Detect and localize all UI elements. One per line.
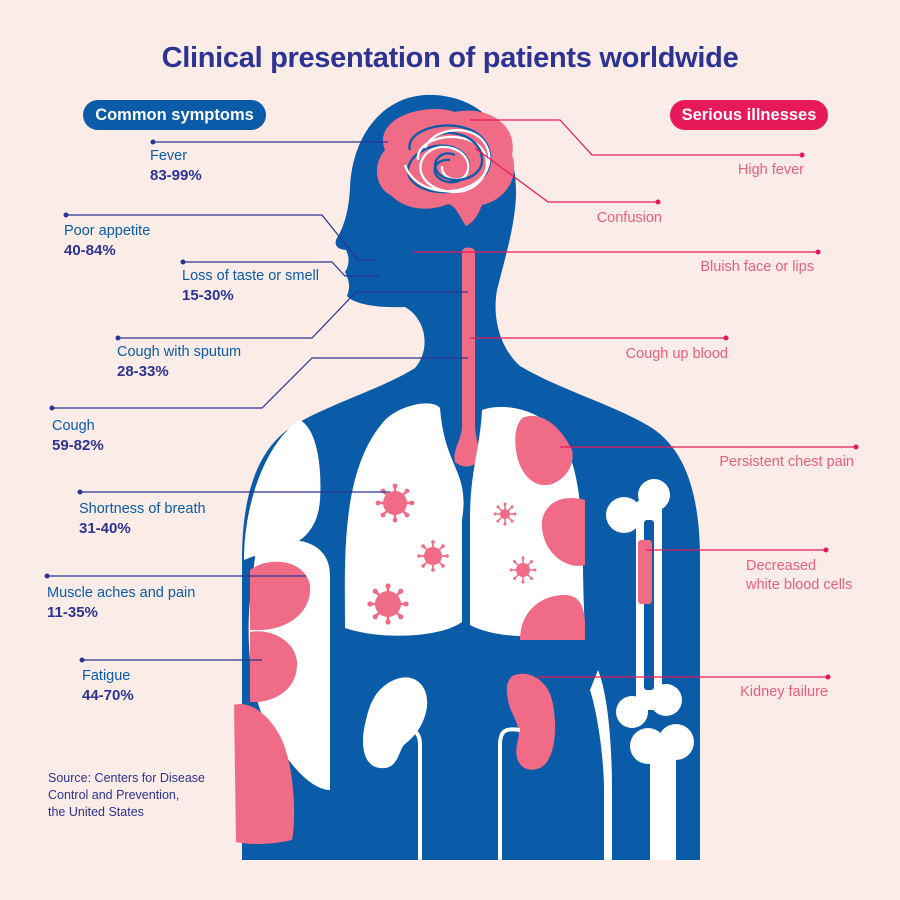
right-arm-band [590,670,612,860]
serious-illnesses-header: Serious illnesses [670,100,828,130]
symptom-cough-with-sputum: Cough with sputum 28-33% [117,342,241,382]
trachea [454,247,480,467]
illness-label-line2: white blood cells [746,577,853,593]
source-note: Source: Centers for Disease Control and … [48,771,206,819]
virus-group [367,483,537,625]
illness-cough-up-blood: Cough up blood [625,346,728,362]
symptom-label: Poor appetite [64,223,151,239]
left-ureter [397,727,422,860]
symptom-leader-lines [47,141,468,661]
right-ureter [498,727,521,860]
symptom-value: 11-35% [47,604,98,621]
right-kidney [506,673,556,770]
muscle-spot [250,561,311,630]
virus-icon [367,583,409,625]
illness-high-fever: High fever [737,162,804,178]
illness-white-blood-cells: Decreased white blood cells [746,557,852,595]
symptom-fever: Fever 83-99% [150,146,202,186]
lung-spot [515,415,573,486]
lung-spot [541,498,585,566]
symptom-cough: Cough 59-82% [52,416,104,456]
symptom-loss-of-taste: Loss of taste or smell 15-30% [182,266,319,306]
common-symptoms-header: Common symptoms [83,100,266,130]
symptom-fatigue: Fatigue 44-70% [82,666,134,706]
brain-scribble-icon [403,124,492,194]
muscle-spot [234,704,295,845]
infographic-title: Clinical presentation of patients worldw… [161,42,739,74]
left-arm-muscle [244,420,321,560]
symptom-label: Fever [150,148,188,164]
illness-chest-pain: Persistent chest pain [719,454,854,470]
illness-label: Decreased [746,558,817,574]
lung-spot [520,595,585,640]
illness-confusion: Confusion [596,210,662,226]
virus-icon [375,483,415,523]
bone-marrow-pink [638,540,652,604]
illness-bluish-face: Bluish face or lips [700,259,814,275]
virus-icon [493,502,517,526]
left-kidney [362,677,428,769]
left-lung [344,403,464,636]
virus-icon [417,540,449,572]
symptom-value: 59-82% [52,437,104,454]
symptom-value: 44-70% [82,687,134,704]
symptom-label: Shortness of breath [79,501,206,517]
illness-kidney-failure: Kidney failure [740,684,828,700]
symptom-poor-appetite: Poor appetite 40-84% [64,221,150,261]
symptom-value: 31-40% [79,520,131,537]
symptom-muscle-aches: Muscle aches and pain 11-35% [47,583,195,623]
symptom-label: Cough with sputum [117,344,242,360]
symptom-value: 83-99% [150,167,202,184]
illness-leader-dots [655,152,859,680]
body-silhouette [242,94,700,861]
symptom-label: Muscle aches and pain [47,585,196,601]
symptom-value: 28-33% [117,363,169,380]
virus-icon [509,556,537,584]
symptom-label: Loss of taste or smell [182,268,319,284]
symptom-leader-dots [44,139,186,663]
symptom-label: Fatigue [82,668,131,684]
symptom-label: Cough [52,418,95,434]
symptom-value: 40-84% [64,242,116,259]
symptom-shortness-of-breath: Shortness of breath 31-40% [79,499,206,539]
illness-leader-lines [414,119,856,678]
symptom-value: 15-30% [182,287,234,304]
muscle-spot [250,631,298,702]
